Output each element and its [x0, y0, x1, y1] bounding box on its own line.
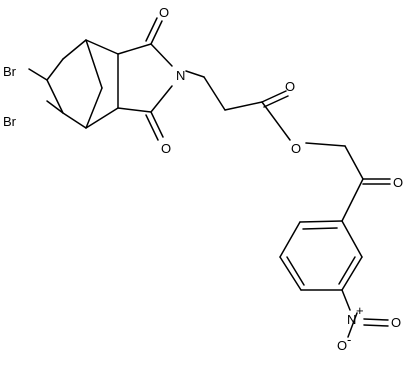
bond	[203, 76, 226, 111]
bond	[305, 142, 346, 147]
imide-nitrogen-label: N	[176, 68, 185, 83]
bond	[224, 101, 263, 111]
bond	[150, 43, 173, 67]
bond	[363, 324, 389, 327]
bond	[46, 100, 64, 114]
bond	[117, 107, 152, 113]
bond	[279, 256, 302, 291]
bond	[263, 95, 289, 108]
ester-carbonyl-oxygen-label: O	[285, 79, 295, 94]
bond	[302, 227, 338, 230]
nitro-oxygen-label-bottom: O	[337, 338, 347, 353]
bond	[279, 221, 301, 258]
atom-label-layer: Br Br N O O O O O N + O O -	[3, 5, 403, 353]
bond	[261, 90, 287, 103]
bond	[341, 220, 363, 258]
bond	[299, 220, 343, 223]
nitro-nitrogen-label: N	[347, 312, 356, 327]
ketone-oxygen-label: O	[393, 175, 403, 190]
bond	[347, 312, 358, 338]
bond	[341, 178, 364, 222]
bromine-label-top: Br	[3, 64, 17, 79]
nitro-negative-charge: -	[347, 332, 351, 347]
bond	[145, 17, 158, 42]
bond	[150, 85, 173, 113]
bond	[150, 111, 164, 138]
ester-oxygen-label: O	[291, 141, 301, 156]
bond	[62, 112, 87, 129]
nitro-oxygen-label-right: O	[391, 315, 401, 330]
bond	[150, 20, 163, 45]
bromine-label-bottom: Br	[3, 114, 17, 129]
bond-layer	[28, 17, 391, 338]
imide-oxygen-label-top: O	[159, 5, 169, 20]
bond	[85, 39, 103, 89]
bond	[338, 256, 356, 285]
imide-oxygen-label-bottom: O	[161, 141, 171, 156]
bond	[46, 58, 64, 81]
bond	[28, 68, 48, 81]
bond	[85, 107, 119, 129]
bond	[261, 101, 291, 141]
bond	[363, 318, 389, 321]
nitro-positive-charge: +	[356, 303, 364, 318]
bond	[344, 145, 364, 180]
bond	[46, 79, 64, 114]
bond	[85, 87, 103, 129]
bond	[62, 39, 87, 60]
bond	[85, 39, 119, 55]
bond	[341, 256, 363, 291]
bond	[286, 256, 305, 286]
bond	[341, 289, 351, 311]
bond	[117, 43, 152, 55]
bond	[185, 70, 205, 78]
bond	[145, 114, 159, 141]
